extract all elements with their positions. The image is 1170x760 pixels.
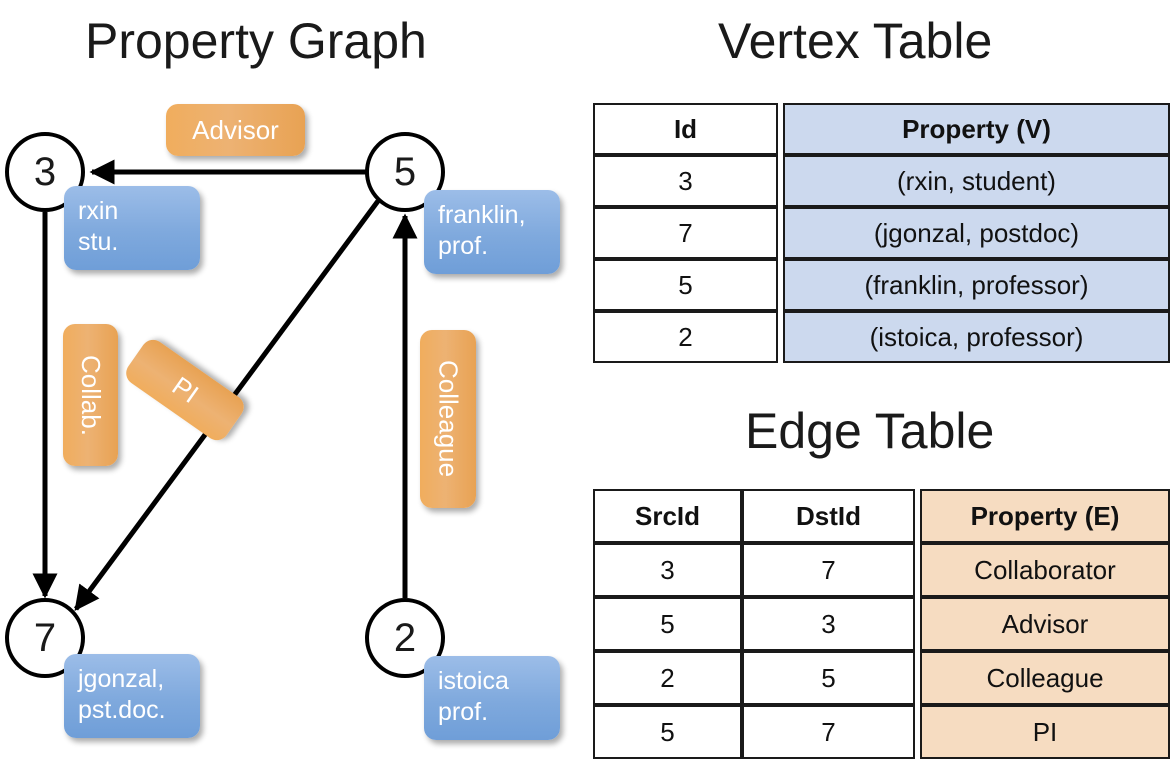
vertex-row-2-id: 5 — [593, 259, 778, 311]
vertex-property-badge-jgonzal[interactable]: jgonzal, pst.doc. — [64, 654, 200, 738]
edge-row-0-src: 3 — [593, 543, 742, 597]
table-row[interactable]: 3 7 Collaborator — [593, 543, 1170, 597]
column-gap — [778, 155, 783, 207]
edge-row-0-dst: 7 — [742, 543, 915, 597]
vertex-property-rxin-line2: stu. — [78, 228, 119, 257]
vertex-property-badge-istoica[interactable]: istoica prof. — [424, 656, 560, 740]
graph-node-5[interactable]: 5 — [365, 132, 445, 212]
node-3-label: 3 — [33, 149, 57, 194]
table-row[interactable]: 2 (istoica, professor) — [593, 311, 1170, 363]
column-gap — [915, 597, 920, 651]
edge-table-header-property: Property (E) — [920, 489, 1170, 543]
node-7-label: 7 — [33, 615, 57, 660]
edge-row-2-src: 2 — [593, 651, 742, 705]
vertex-property-jgonzal-line2: pst.doc. — [78, 696, 166, 725]
table-row[interactable]: 2 5 Colleague — [593, 651, 1170, 705]
node-2-label: 2 — [393, 615, 417, 660]
vertex-row-0-property: (rxin, student) — [783, 155, 1170, 207]
column-gap — [915, 651, 920, 705]
edge-property-badge-advisor[interactable]: Advisor — [166, 104, 305, 156]
vertex-property-badge-rxin[interactable]: rxin stu. — [64, 186, 200, 270]
edge-table: SrcId DstId Property (E) 3 7 Collaborato… — [593, 489, 1170, 759]
edge-row-2-dst: 5 — [742, 651, 915, 705]
node-5-label: 5 — [393, 149, 417, 194]
column-gap — [915, 489, 920, 543]
edge-property-collab-label: Collab. — [76, 354, 106, 436]
vertex-row-0-id: 3 — [593, 155, 778, 207]
vertex-property-istoica-line1: istoica — [438, 667, 509, 695]
vertex-property-badge-franklin[interactable]: franklin, prof. — [424, 190, 560, 274]
vertex-property-franklin-line2: prof. — [438, 232, 489, 261]
vertex-row-1-id: 7 — [593, 207, 778, 259]
vertex-table-header-property: Property (V) — [783, 103, 1170, 155]
page-title-vertex-table: Vertex Table — [718, 13, 993, 69]
page-title-property-graph: Property Graph — [85, 13, 427, 69]
table-row[interactable]: 5 7 PI — [593, 705, 1170, 759]
page-title-edge-table: Edge Table — [745, 403, 995, 459]
edge-property-badge-colleague[interactable]: Colleague — [420, 330, 476, 508]
edge-row-3-property: PI — [920, 705, 1170, 759]
edge-property-colleague-label: Colleague — [433, 360, 464, 478]
vertex-property-istoica-line2: prof. — [438, 698, 489, 727]
edge-table-header-dstid: DstId — [742, 489, 915, 543]
table-row[interactable]: 5 (franklin, professor) — [593, 259, 1170, 311]
graph-node-2[interactable]: 2 — [365, 598, 445, 678]
edge-property-pi-label: PI — [166, 370, 204, 409]
table-row[interactable]: 5 3 Advisor — [593, 597, 1170, 651]
vertex-row-1-property: (jgonzal, postdoc) — [783, 207, 1170, 259]
table-row[interactable]: 3 (rxin, student) — [593, 155, 1170, 207]
edge-property-advisor-label: Advisor — [192, 114, 279, 145]
edge-row-1-dst: 3 — [742, 597, 915, 651]
column-gap — [915, 543, 920, 597]
edge-row-1-property: Advisor — [920, 597, 1170, 651]
edge-row-3-dst: 7 — [742, 705, 915, 759]
edge-row-0-property: Collaborator — [920, 543, 1170, 597]
vertex-property-franklin-line1: franklin, — [438, 201, 526, 229]
column-gap — [778, 103, 783, 155]
edge-property-badge-collab[interactable]: Collab. — [63, 324, 118, 466]
table-header-row: Id Property (V) — [593, 103, 1170, 155]
vertex-row-3-property: (istoica, professor) — [783, 311, 1170, 363]
vertex-table: Id Property (V) 3 (rxin, student) 7 (jgo… — [593, 103, 1170, 363]
edge-table-header-srcid: SrcId — [593, 489, 742, 543]
vertex-row-3-id: 2 — [593, 311, 778, 363]
table-header-row: SrcId DstId Property (E) — [593, 489, 1170, 543]
column-gap — [915, 705, 920, 759]
edge-row-3-src: 5 — [593, 705, 742, 759]
vertex-property-jgonzal-line1: jgonzal, — [78, 665, 165, 693]
edge-row-1-src: 5 — [593, 597, 742, 651]
vertex-property-rxin-line1: rxin — [78, 197, 119, 225]
column-gap — [778, 311, 783, 363]
column-gap — [778, 207, 783, 259]
vertex-row-2-property: (franklin, professor) — [783, 259, 1170, 311]
property-graph-diagram: 3 5 7 2 rxin stu. franklin, prof. jgonza… — [5, 104, 560, 740]
column-gap — [778, 259, 783, 311]
table-row[interactable]: 7 (jgonzal, postdoc) — [593, 207, 1170, 259]
vertex-table-header-id: Id — [593, 103, 778, 155]
edge-row-2-property: Colleague — [920, 651, 1170, 705]
